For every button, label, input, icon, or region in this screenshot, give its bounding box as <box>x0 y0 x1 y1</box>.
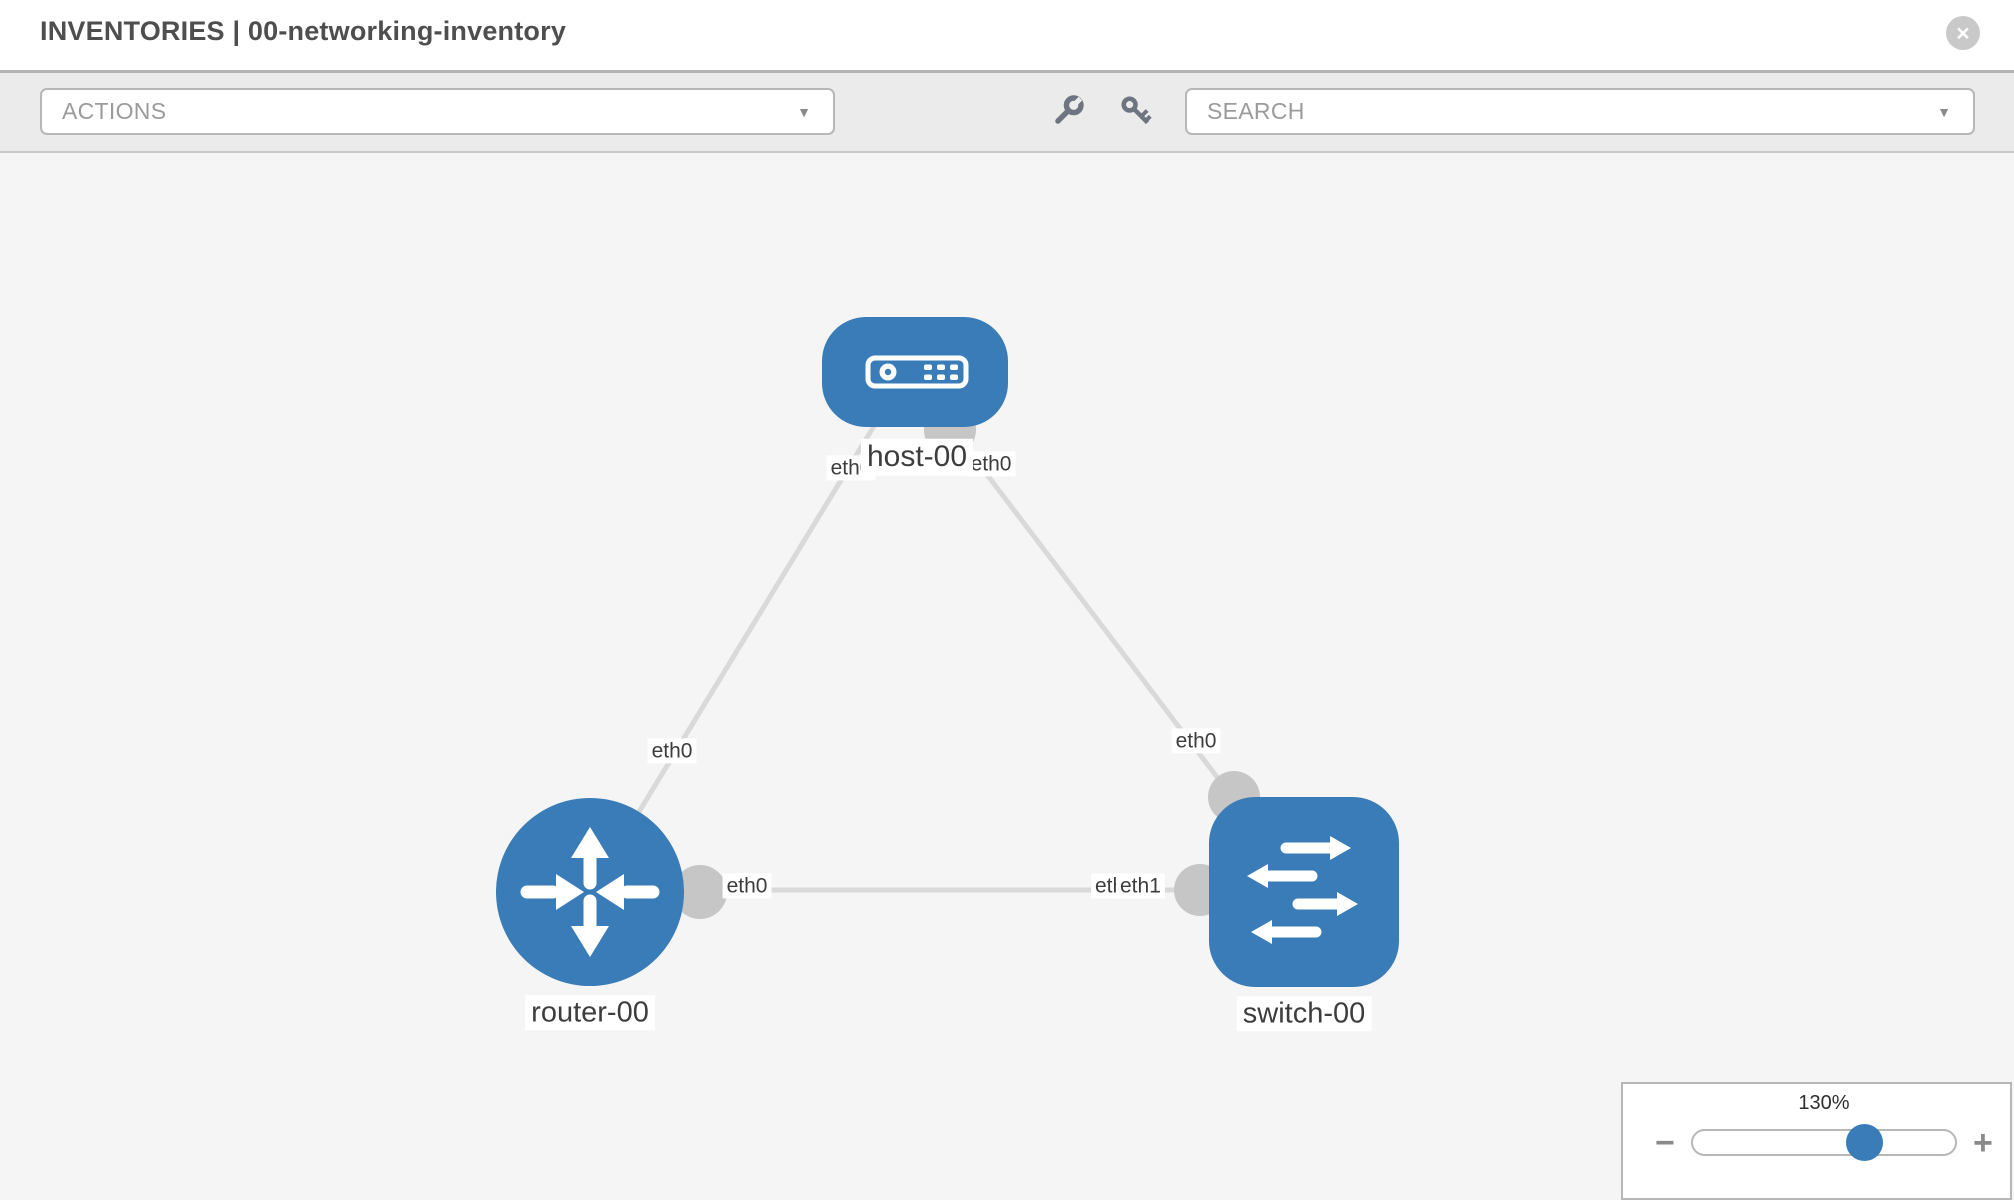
interface-label: eth1 <box>1116 873 1165 899</box>
node-label-host: host-00 <box>860 438 974 476</box>
zoom-slider-thumb[interactable] <box>1846 1124 1883 1161</box>
key-icon[interactable] <box>1118 93 1156 131</box>
node-host-00[interactable] <box>822 317 1008 427</box>
close-button[interactable]: × <box>1946 16 1980 50</box>
header-bar: INVENTORIES | 00-networking-inventory × <box>0 0 2014 73</box>
close-icon: × <box>1956 19 1970 46</box>
minus-icon: − <box>1655 1124 1675 1162</box>
zoom-control-panel: 130% − + <box>1621 1082 2012 1200</box>
switch-icon <box>1247 836 1358 944</box>
interface-label: eth0 <box>647 738 697 764</box>
search-dropdown-label: SEARCH <box>1207 98 1305 124</box>
interface-label: eth0 <box>722 873 772 899</box>
topology-canvas[interactable]: eth0 eth0 eth0 eth0 eth0 eth0 eth1 host-… <box>0 153 2014 1200</box>
node-label-switch: switch-00 <box>1236 996 1372 1032</box>
zoom-out-button[interactable]: − <box>1655 1124 1675 1162</box>
interface-label: eth0 <box>1171 728 1221 754</box>
search-dropdown[interactable]: SEARCH ▼ <box>1185 88 1975 135</box>
toolbar: ACTIONS ▼ SEARCH ▼ <box>0 73 2014 153</box>
interface-connectors <box>673 404 1260 919</box>
actions-dropdown[interactable]: ACTIONS ▼ <box>40 88 835 135</box>
connector-router-right <box>673 865 727 919</box>
plus-icon: + <box>1973 1124 1993 1162</box>
links <box>617 424 1292 893</box>
zoom-level-value: 130% <box>1798 1092 1850 1114</box>
interface-label: eth0 <box>966 451 1016 477</box>
server-icon <box>865 355 969 389</box>
page-title: INVENTORIES | 00-networking-inventory <box>40 16 567 46</box>
zoom-slider-track[interactable] <box>1691 1129 1957 1156</box>
wrench-icon[interactable] <box>1048 93 1086 131</box>
link-host-router <box>617 424 877 845</box>
node-switch-00[interactable] <box>1209 797 1399 987</box>
topology-svg <box>496 317 1399 987</box>
node-router-00[interactable] <box>496 798 684 986</box>
node-label-router: router-00 <box>525 995 655 1031</box>
zoom-in-button[interactable]: + <box>1973 1124 1993 1162</box>
router-icon <box>520 827 660 957</box>
chevron-down-icon: ▼ <box>1937 104 1951 120</box>
actions-dropdown-label: ACTIONS <box>62 98 167 124</box>
chevron-down-icon: ▼ <box>797 104 811 120</box>
